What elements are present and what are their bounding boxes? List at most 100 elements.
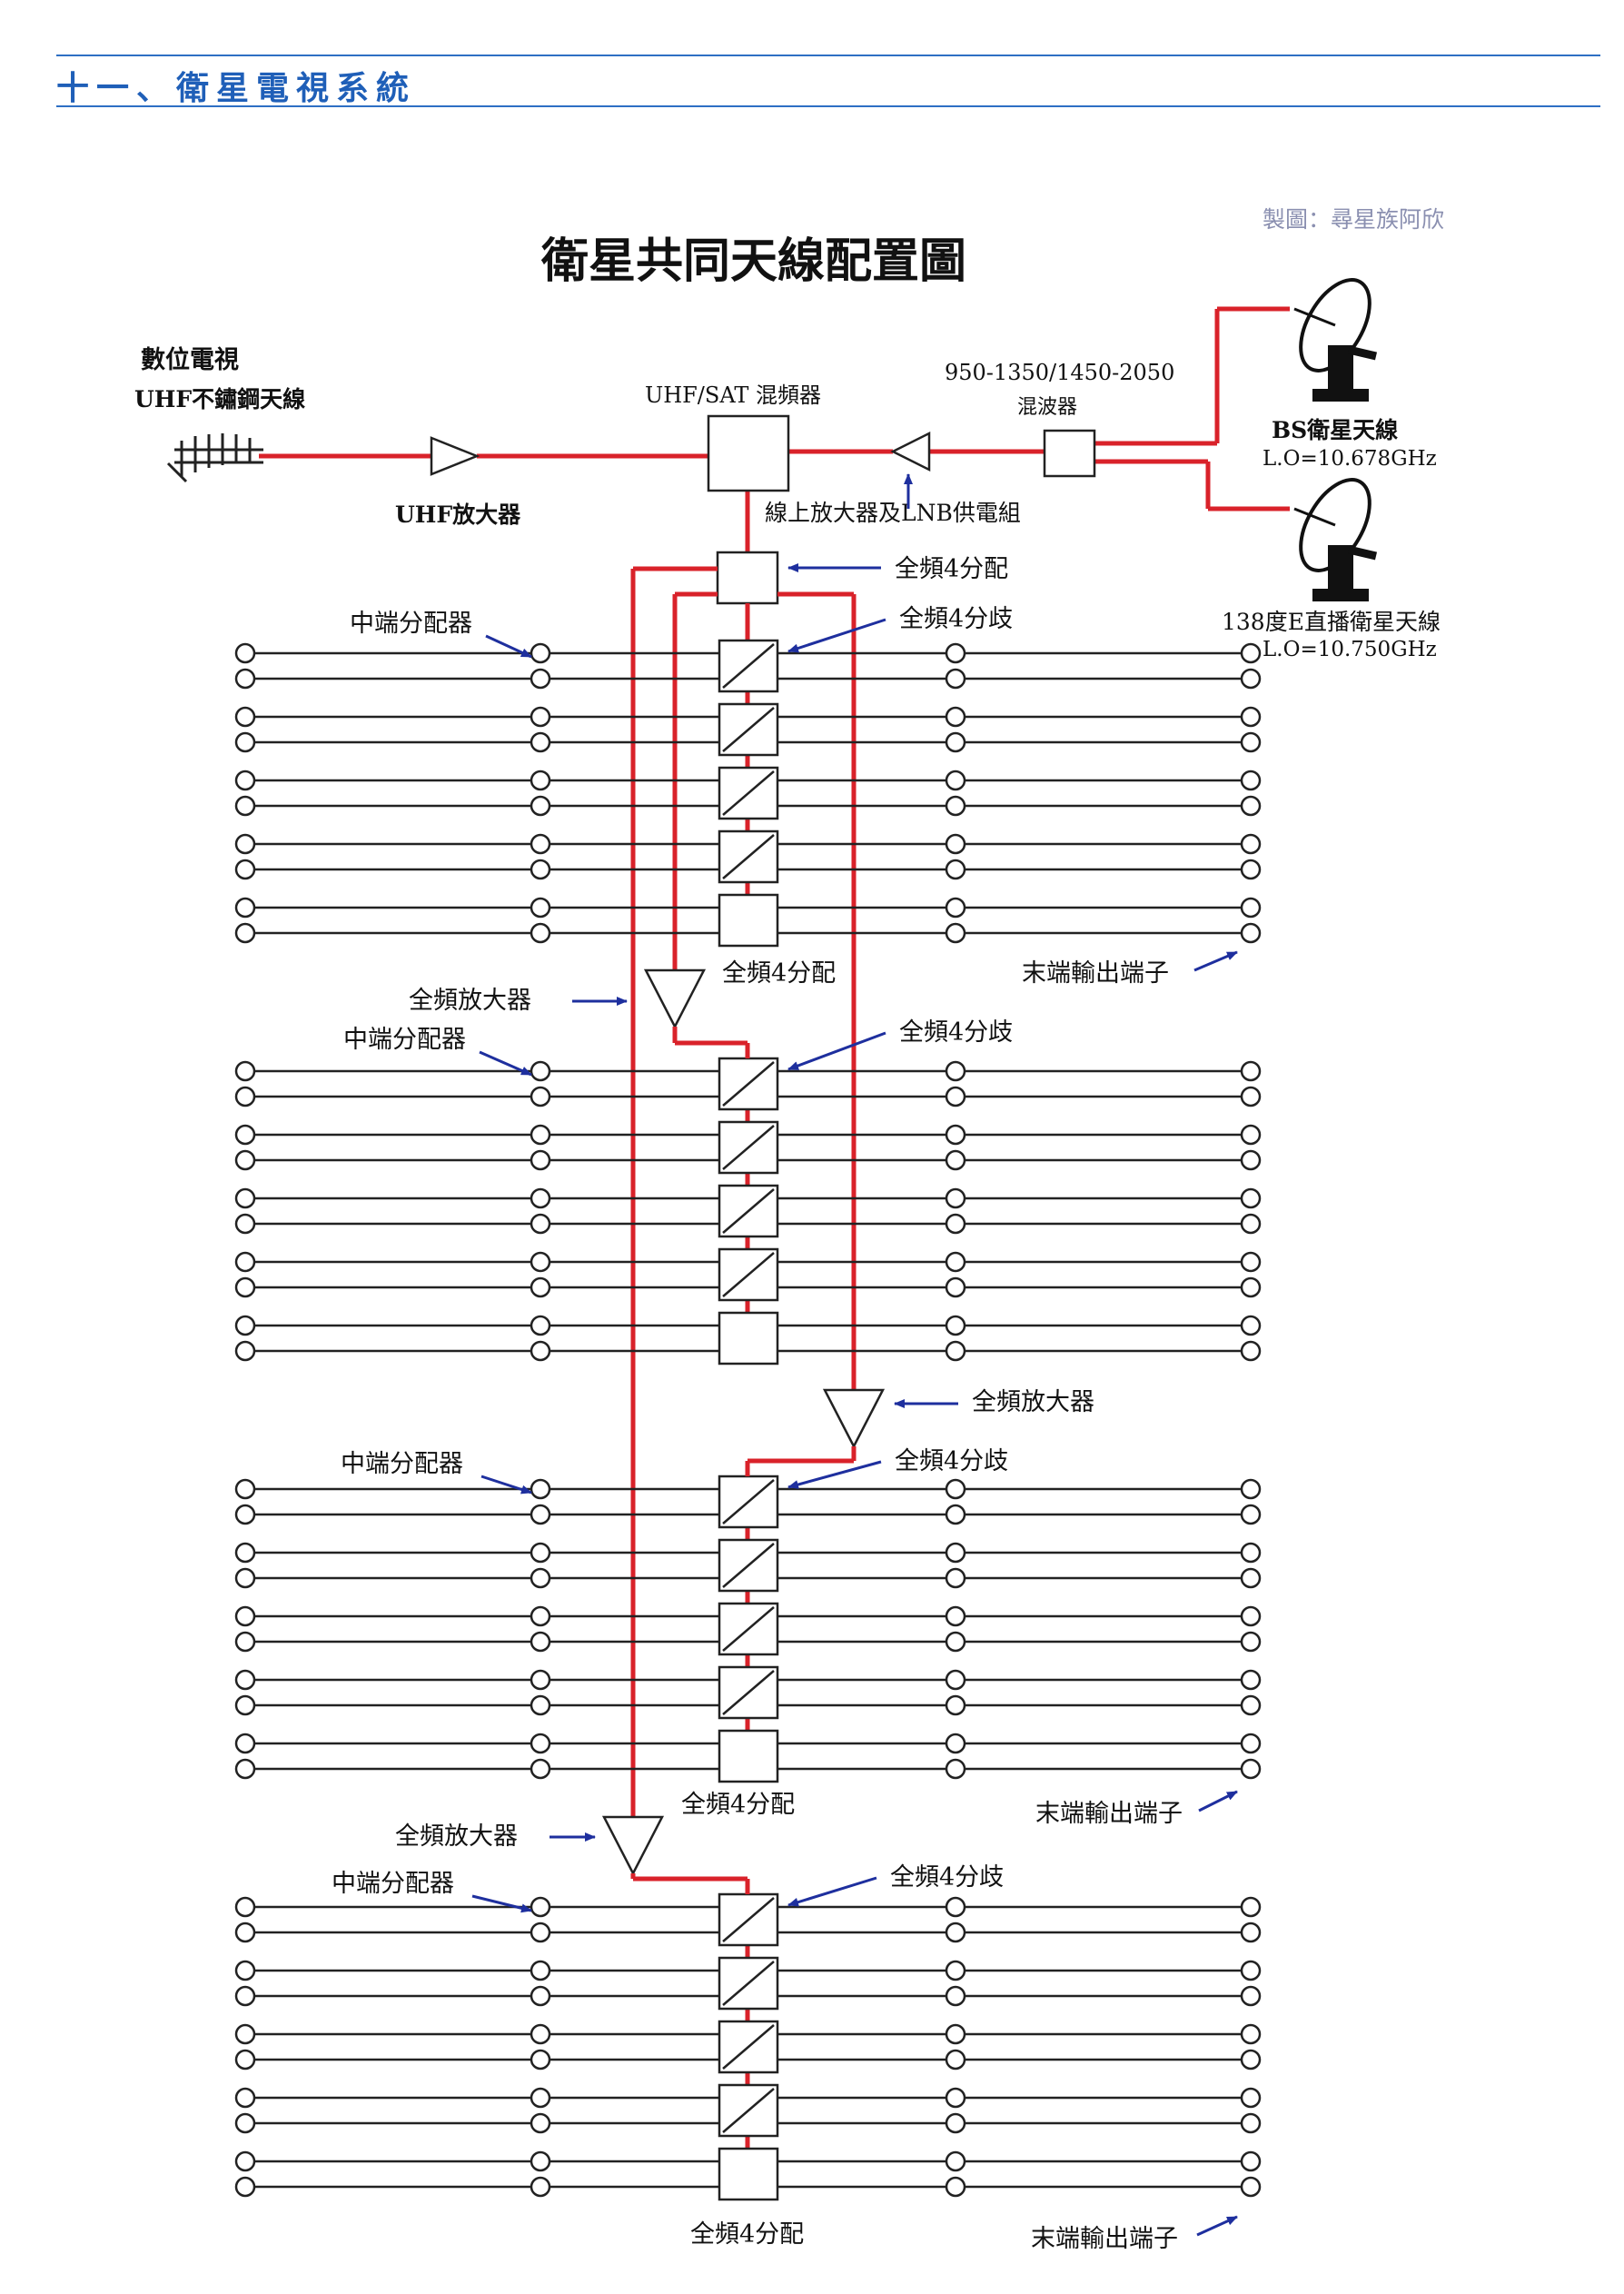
outlet-terminal-1-1-2-4 bbox=[1240, 668, 1262, 690]
bay-4-tap-label: 全頻4分歧 bbox=[890, 1863, 1004, 1892]
outlet-terminal-1-3-1-3 bbox=[945, 770, 966, 791]
bay-2-amplifier-icon bbox=[643, 968, 707, 1029]
e138-lo-label: L.O=10.750GHz bbox=[1263, 638, 1437, 661]
outlet-terminal-2-2-1-3 bbox=[945, 1124, 966, 1146]
bay-2-tap-slash-3 bbox=[722, 1188, 775, 1234]
outlet-terminal-4-1-2-1 bbox=[234, 1922, 256, 1943]
outlet-terminal-2-5-1-4 bbox=[1240, 1315, 1262, 1336]
bay-2-mid-splitter-arrow bbox=[479, 1050, 532, 1077]
outlet-terminal-1-5-1-1 bbox=[234, 897, 256, 919]
bay-1-tap-slash-1 bbox=[722, 643, 775, 689]
bay-4-tap-arrow bbox=[787, 1876, 877, 1907]
e138-dish-label: 138度E直播衛星天線 bbox=[1222, 609, 1441, 635]
outlet-terminal-1-5-1-3 bbox=[945, 897, 966, 919]
outlet-terminal-3-4-2-3 bbox=[945, 1694, 966, 1716]
outlet-terminal-3-5-2-1 bbox=[234, 1758, 256, 1780]
bay-3-mid-splitter-label: 中端分配器 bbox=[341, 1450, 463, 1478]
outlet-terminal-3-3-2-4 bbox=[1240, 1631, 1262, 1653]
outlet-terminal-3-1-2-4 bbox=[1240, 1504, 1262, 1525]
outlet-terminal-2-3-1-3 bbox=[945, 1187, 966, 1209]
outlet-terminal-1-1-1-1 bbox=[234, 642, 256, 664]
bay-1-splitter-box bbox=[718, 893, 779, 948]
outlet-terminal-3-3-1-3 bbox=[945, 1605, 966, 1627]
outlet-terminal-3-4-1-4 bbox=[1240, 1669, 1262, 1691]
outlet-terminal-1-1-1-2 bbox=[530, 642, 551, 664]
section-title: 十一、衛星電視系統 bbox=[56, 70, 417, 107]
outlet-terminal-4-3-1-1 bbox=[234, 2023, 256, 2045]
outlet-terminal-1-2-2-3 bbox=[945, 731, 966, 753]
outlet-terminal-3-1-1-4 bbox=[1240, 1478, 1262, 1500]
outlet-terminal-1-4-1-1 bbox=[234, 833, 256, 855]
bay-3-amplifier-label: 全頻放大器 bbox=[972, 1388, 1094, 1416]
outlet-terminal-1-4-1-4 bbox=[1240, 833, 1262, 855]
outlet-terminal-2-4-2-4 bbox=[1240, 1276, 1262, 1298]
outlet-terminal-3-2-2-1 bbox=[234, 1567, 256, 1589]
outlet-terminal-2-3-1-1 bbox=[234, 1187, 256, 1209]
outlet-terminal-1-3-1-1 bbox=[234, 770, 256, 791]
outlet-terminal-2-2-1-2 bbox=[530, 1124, 551, 1146]
outlet-terminal-4-2-2-4 bbox=[1240, 1985, 1262, 2007]
outlet-terminal-1-4-2-4 bbox=[1240, 859, 1262, 880]
outlet-terminal-3-5-2-2 bbox=[530, 1758, 551, 1780]
top-splitter-box bbox=[716, 551, 779, 605]
outlet-terminal-1-1-1-3 bbox=[945, 642, 966, 664]
filter-name-label: 混波器 bbox=[1017, 396, 1077, 419]
outlet-terminal-1-3-2-4 bbox=[1240, 795, 1262, 817]
outlet-terminal-3-1-1-1 bbox=[234, 1478, 256, 1500]
credit-label: 製圖：尋星族阿欣 bbox=[1263, 206, 1444, 233]
outlet-terminal-3-4-2-1 bbox=[234, 1694, 256, 1716]
outlet-terminal-4-1-2-4 bbox=[1240, 1922, 1262, 1943]
outlet-terminal-2-5-1-2 bbox=[530, 1315, 551, 1336]
outlet-terminal-3-2-1-4 bbox=[1240, 1542, 1262, 1564]
outlet-terminal-1-1-2-1 bbox=[234, 668, 256, 690]
outlet-terminal-2-1-2-4 bbox=[1240, 1086, 1262, 1107]
outlet-terminal-1-2-1-2 bbox=[530, 706, 551, 728]
outlet-terminal-4-4-1-1 bbox=[234, 2087, 256, 2109]
outlet-terminal-2-3-1-2 bbox=[530, 1187, 551, 1209]
outlet-terminal-3-5-2-3 bbox=[945, 1758, 966, 1780]
outlet-terminal-3-3-1-4 bbox=[1240, 1605, 1262, 1627]
outlet-terminal-1-5-2-4 bbox=[1240, 922, 1262, 944]
outlet-terminal-4-4-2-4 bbox=[1240, 2112, 1262, 2134]
bay-4-tap-slash-4 bbox=[722, 2088, 775, 2133]
outlet-terminal-1-1-1-4 bbox=[1240, 642, 1262, 664]
outlet-terminal-1-1-2-2 bbox=[530, 668, 551, 690]
outlet-terminal-3-4-1-3 bbox=[945, 1669, 966, 1691]
bay-4-amplifier-icon bbox=[601, 1815, 665, 1876]
outlet-terminal-1-5-2-1 bbox=[234, 922, 256, 944]
bay-3-splitter-label: 全頻4分配 bbox=[681, 1791, 795, 1819]
outlet-terminal-1-3-1-4 bbox=[1240, 770, 1262, 791]
bay-2-amplifier-label: 全頻放大器 bbox=[409, 987, 531, 1015]
bay-3-tap-slash-1 bbox=[722, 1479, 775, 1524]
outlet-terminal-4-1-1-3 bbox=[945, 1896, 966, 1918]
outlet-terminal-2-4-2-1 bbox=[234, 1276, 256, 1298]
outlet-terminal-1-2-1-1 bbox=[234, 706, 256, 728]
bay-4-tap-slash-2 bbox=[722, 1961, 775, 2006]
outlet-terminal-4-3-2-4 bbox=[1240, 2049, 1262, 2071]
outlet-terminal-4-3-1-4 bbox=[1240, 2023, 1262, 2045]
outlet-terminal-2-3-2-3 bbox=[945, 1213, 966, 1235]
bay-1-tap-slash-3 bbox=[722, 770, 775, 816]
section-header: 十一、衛星電視系統 bbox=[56, 55, 1600, 107]
outlet-terminal-3-2-1-2 bbox=[530, 1542, 551, 1564]
bay-1-end-terminal-arrow bbox=[1193, 950, 1238, 972]
outlet-terminal-3-4-1-1 bbox=[234, 1669, 256, 1691]
outlet-terminal-3-5-1-1 bbox=[234, 1733, 256, 1754]
outlet-terminal-1-3-2-2 bbox=[530, 795, 551, 817]
outlet-terminal-3-1-2-2 bbox=[530, 1504, 551, 1525]
outlet-terminal-3-5-1-2 bbox=[530, 1733, 551, 1754]
outlet-terminal-2-1-1-2 bbox=[530, 1060, 551, 1082]
outlet-terminal-3-5-1-4 bbox=[1240, 1733, 1262, 1754]
outlet-terminal-3-2-1-1 bbox=[234, 1542, 256, 1564]
bay-1-splitter-label: 全頻4分配 bbox=[722, 959, 836, 988]
bay-2-tap-slash-1 bbox=[722, 1061, 775, 1107]
uhf-sat-mixer-box bbox=[707, 414, 790, 492]
bay-1-tap-label: 全頻4分歧 bbox=[899, 605, 1013, 633]
outlet-terminal-3-3-2-3 bbox=[945, 1631, 966, 1653]
uhf-amplifier-icon bbox=[430, 436, 480, 476]
outlet-terminal-1-5-2-3 bbox=[945, 922, 966, 944]
outlet-terminal-4-3-2-3 bbox=[945, 2049, 966, 2071]
bay-3-tap-slash-2 bbox=[722, 1543, 775, 1588]
outlet-terminal-4-3-2-1 bbox=[234, 2049, 256, 2071]
outlet-terminal-1-4-1-3 bbox=[945, 833, 966, 855]
